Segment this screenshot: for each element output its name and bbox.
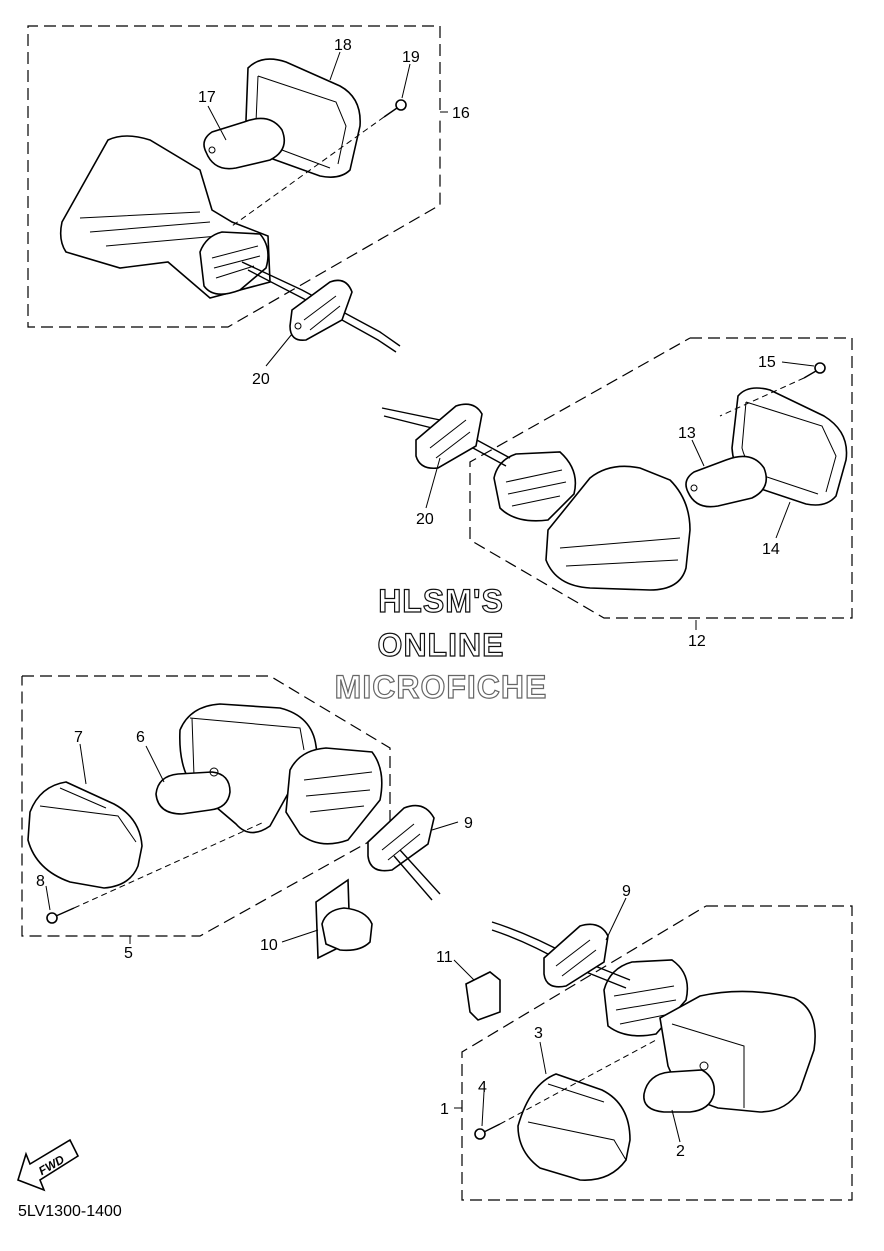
callout-14: 14 [762,541,780,558]
callout-20-top: 20 [252,371,270,388]
rubber-boot-5 [286,748,382,844]
assembly-12 [382,338,852,618]
watermark-line-2: ONLINE [378,627,505,663]
callout-11: 11 [436,949,453,966]
callout-9-left: 9 [464,815,473,832]
callout-3: 3 [534,1025,543,1042]
callout-5: 5 [124,945,133,962]
callout-12: 12 [688,633,706,650]
bulb-6 [156,772,230,814]
bulb-17 [204,118,284,168]
lens-7 [28,782,142,888]
callout-19: 19 [402,49,420,66]
callout-17: 17 [198,89,216,106]
callout-15: 15 [758,354,776,371]
wire-clip-20-middle [416,404,482,468]
screw-8 [47,908,74,923]
assembly-1 [462,906,852,1200]
callout-20-middle: 20 [416,511,434,528]
diagram-code: 5LV1300-1400 [18,1203,122,1220]
bulb-2 [644,1070,714,1112]
watermark-line-1: HLSM'S [378,583,504,619]
callout-7: 7 [74,729,83,746]
wire-clip-9-left [368,806,440,900]
fwd-arrow-icon: FWD [18,1140,78,1190]
callout-6: 6 [136,729,145,746]
bracket-10 [316,880,372,958]
grommet-11 [466,972,500,1020]
bulb-13 [686,456,766,506]
callout-16: 16 [452,105,470,122]
callout-2: 2 [676,1143,685,1160]
lens-3 [518,1074,630,1180]
screw-4 [475,1124,500,1139]
assembly-16 [28,26,440,352]
callout-8: 8 [36,873,45,890]
callout-10: 10 [260,937,278,954]
callout-9-right: 9 [622,883,631,900]
callout-1: 1 [440,1101,449,1118]
callout-18: 18 [334,37,352,54]
watermark-line-3: MICROFICHE [335,669,548,705]
watermark: HLSM'S ONLINE MICROFICHE [335,583,548,705]
callout-4: 4 [478,1079,487,1096]
callout-13: 13 [678,425,696,442]
screw-19 [384,100,406,117]
